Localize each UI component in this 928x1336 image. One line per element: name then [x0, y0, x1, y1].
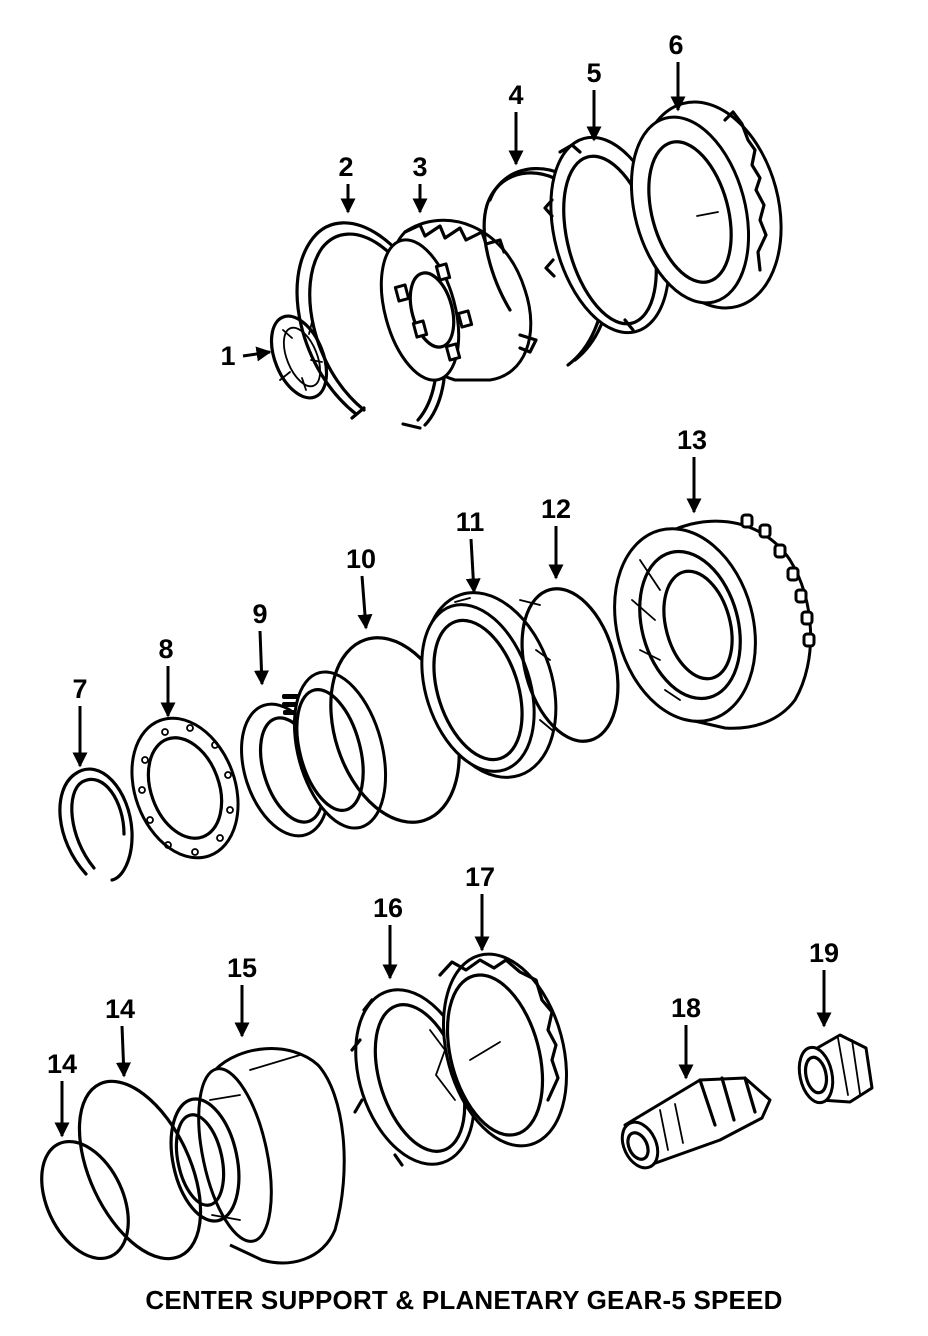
part-6-reaction-ring[interactable] [612, 86, 803, 324]
callout-12: 12 [541, 494, 571, 580]
diagram-title: CENTER SUPPORT & PLANETARY GEAR-5 SPEED [145, 1285, 783, 1315]
callout-17-label: 17 [465, 862, 495, 892]
callout-5-label: 5 [586, 58, 601, 88]
callout-7: 7 [72, 674, 88, 768]
part-17-ring-gear[interactable] [424, 940, 587, 1159]
callout-11-label: 11 [456, 507, 485, 537]
callout-15-label: 15 [227, 953, 257, 983]
callout-16: 16 [373, 893, 403, 980]
callout-4: 4 [508, 80, 524, 166]
callout-2: 2 [338, 152, 356, 214]
callout-1-label: 1 [220, 341, 235, 371]
callout-3: 3 [412, 152, 428, 214]
callout-14b-label: 14 [105, 994, 135, 1024]
callout-16-label: 16 [373, 893, 403, 923]
callout-5: 5 [586, 58, 602, 142]
callout-15: 15 [227, 953, 257, 1038]
callout-9-label: 9 [252, 599, 267, 629]
part-14-ring-a[interactable] [24, 1128, 145, 1273]
part-13-drum[interactable] [594, 513, 816, 738]
callout-18: 18 [671, 993, 701, 1080]
part-3-center-support[interactable] [368, 218, 538, 388]
callout-3-label: 3 [412, 152, 427, 182]
part-12-ring[interactable] [506, 578, 633, 752]
callout-14a: 14 [47, 1049, 77, 1138]
part-11-clutch-housing[interactable] [402, 575, 579, 794]
callout-10: 10 [346, 544, 376, 630]
part-7-snap-ring[interactable] [58, 767, 134, 882]
callout-19: 19 [809, 938, 839, 1028]
part-15-support-hub[interactable] [161, 1047, 346, 1265]
callout-18-label: 18 [671, 993, 701, 1023]
part-8-bearing[interactable] [113, 703, 256, 873]
callout-17: 17 [465, 862, 495, 952]
callout-19-label: 19 [809, 938, 839, 968]
callout-13-label: 13 [677, 425, 707, 455]
callout-9: 9 [252, 599, 269, 686]
callout-8-label: 8 [158, 634, 173, 664]
part-14-ring-b[interactable] [55, 1063, 226, 1277]
part-18-shaft[interactable] [615, 1076, 772, 1174]
callout-7-label: 7 [72, 674, 87, 704]
callout-2-label: 2 [338, 152, 353, 182]
callout-8: 8 [158, 634, 176, 718]
callout-13: 13 [677, 425, 707, 514]
callout-12-label: 12 [541, 494, 571, 524]
part-19-sleeve[interactable] [795, 1033, 874, 1106]
callout-11: 11 [456, 507, 485, 594]
callout-14a-label: 14 [47, 1049, 77, 1079]
callout-4-label: 4 [508, 80, 523, 110]
callout-10-label: 10 [346, 544, 376, 574]
callout-6: 6 [668, 30, 686, 112]
callout-14b: 14 [105, 994, 135, 1078]
callout-6-label: 6 [668, 30, 683, 60]
callout-1: 1 [220, 341, 272, 371]
